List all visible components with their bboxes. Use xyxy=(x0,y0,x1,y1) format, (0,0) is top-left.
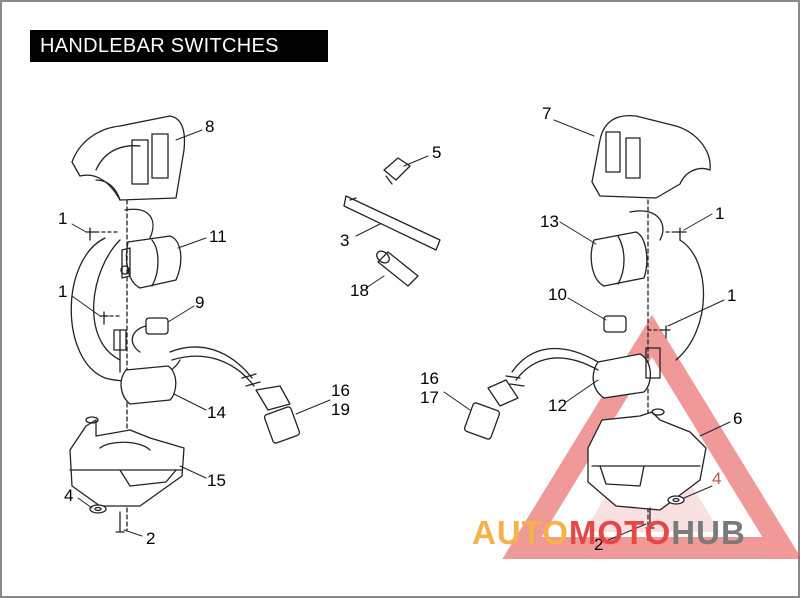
callout-12: 12 xyxy=(548,396,567,415)
part-5-clip xyxy=(383,157,411,185)
part-7-upper-housing-right xyxy=(591,114,711,199)
callout-16: 16 xyxy=(331,381,350,400)
watermark-part-3: HUB xyxy=(671,514,746,551)
callout-18: 18 xyxy=(350,281,369,300)
part-4-washer-left xyxy=(89,504,107,514)
part-16-19-plug-left xyxy=(241,373,301,444)
callout-2: 2 xyxy=(594,535,604,554)
watermark-part-2: MOTO xyxy=(568,514,672,551)
part-10-connector-right xyxy=(603,315,627,333)
part-14-module xyxy=(113,329,177,405)
part-8-upper-housing-left xyxy=(71,115,186,201)
callout-8: 8 xyxy=(205,117,215,136)
callout-13: 13 xyxy=(540,212,559,231)
callout-6: 6 xyxy=(733,409,743,428)
callout-4: 4 xyxy=(712,469,722,488)
callout-1: 1 xyxy=(727,286,737,305)
leader-lines xyxy=(71,119,731,543)
part-1-screw-left-upper xyxy=(85,227,97,241)
callout-14: 14 xyxy=(207,403,226,422)
part-6-lower-housing-right xyxy=(587,408,707,511)
part-11-switch-block xyxy=(120,235,182,289)
callout-5: 5 xyxy=(432,143,442,162)
part-2-screw-right xyxy=(645,507,655,529)
callout-17: 17 xyxy=(420,388,439,407)
callout-1: 1 xyxy=(715,204,725,223)
part-1-screw-left-lower xyxy=(99,311,109,325)
part-2-screw-left xyxy=(115,511,125,533)
callout-7: 7 xyxy=(542,104,552,123)
part-15-lower-housing-left xyxy=(69,416,185,507)
part-3-cable-strap xyxy=(343,195,441,251)
callout-10: 10 xyxy=(548,285,567,304)
callout-1: 1 xyxy=(58,282,68,301)
part-18-sleeve xyxy=(376,250,419,287)
part-1-screw-right-lower xyxy=(661,325,671,339)
part-12-module xyxy=(592,347,661,399)
watermark-logo: AUTOMOTOHUB xyxy=(472,516,746,549)
callout-16: 16 xyxy=(420,369,439,388)
callout-2: 2 xyxy=(146,529,156,548)
callout-11: 11 xyxy=(209,227,227,246)
callout-4: 4 xyxy=(64,486,74,505)
diagram-title: HANDLEBAR SWITCHES xyxy=(30,30,328,62)
part-13-switch-block xyxy=(590,210,664,287)
watermark-part-1: AUTO xyxy=(472,514,569,551)
callout-9: 9 xyxy=(195,293,205,312)
part-1-screw-right-upper xyxy=(675,227,687,241)
callout-3: 3 xyxy=(340,231,350,250)
part-9-connector-left xyxy=(131,317,169,353)
callout-1: 1 xyxy=(58,209,68,228)
callout-15: 15 xyxy=(207,471,226,490)
part-16-17-plug-right xyxy=(463,375,525,440)
part-4-washer-right xyxy=(667,495,685,505)
callout-19: 19 xyxy=(331,400,350,419)
